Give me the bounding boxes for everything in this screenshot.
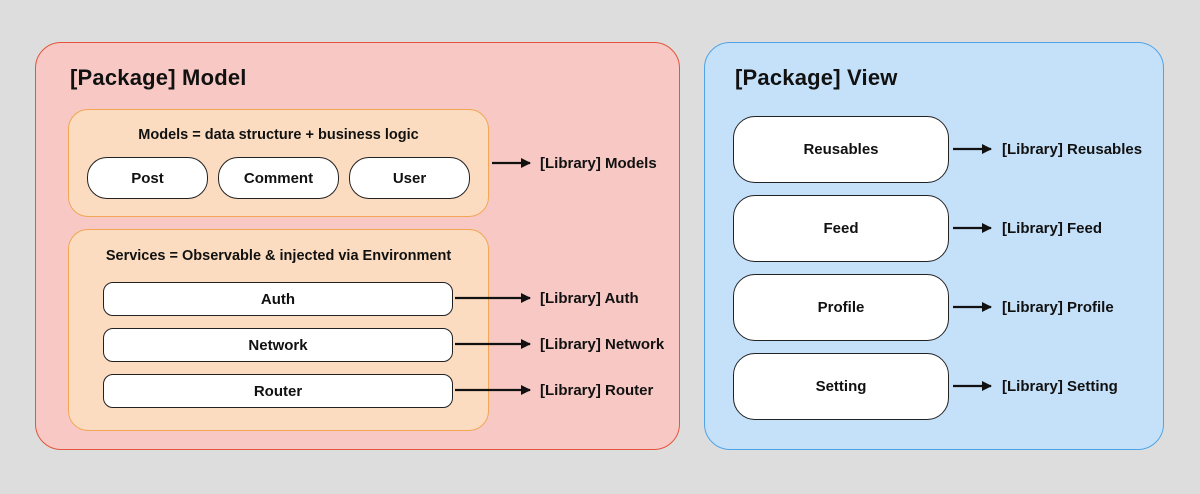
library-models-label: [Library] Models [540,155,657,172]
service-node-auth: Auth [103,282,453,316]
library-profile-label: [Library] Profile [1002,299,1114,316]
models-group-title: Models = data structure + business logic [138,127,419,143]
model-node-user: User [349,157,470,199]
library-setting-label: [Library] Setting [1002,378,1118,395]
view-node-reusables: Reusables [733,116,949,183]
library-feed-label: [Library] Feed [1002,220,1103,237]
library-reusables-label: [Library] Reusables [1002,141,1143,158]
model-package-title: [Package] Model [70,65,247,90]
model-node-post: Post [87,157,208,199]
service-node-router: Router [103,374,453,408]
service-node-network: Network [103,328,453,362]
view-node-profile: Profile [733,274,949,341]
view-node-feed: Feed [733,195,949,262]
library-network-label: [Library] Network [540,336,665,353]
view-node-setting: Setting [733,353,949,420]
services-group-title: Services = Observable & injected via Env… [105,248,452,264]
library-auth-label: [Library] Auth [540,290,639,307]
view-package-title: [Package] View [735,65,898,90]
model-node-comment: Comment [218,157,339,199]
library-router-label: [Library] Router [540,382,654,399]
